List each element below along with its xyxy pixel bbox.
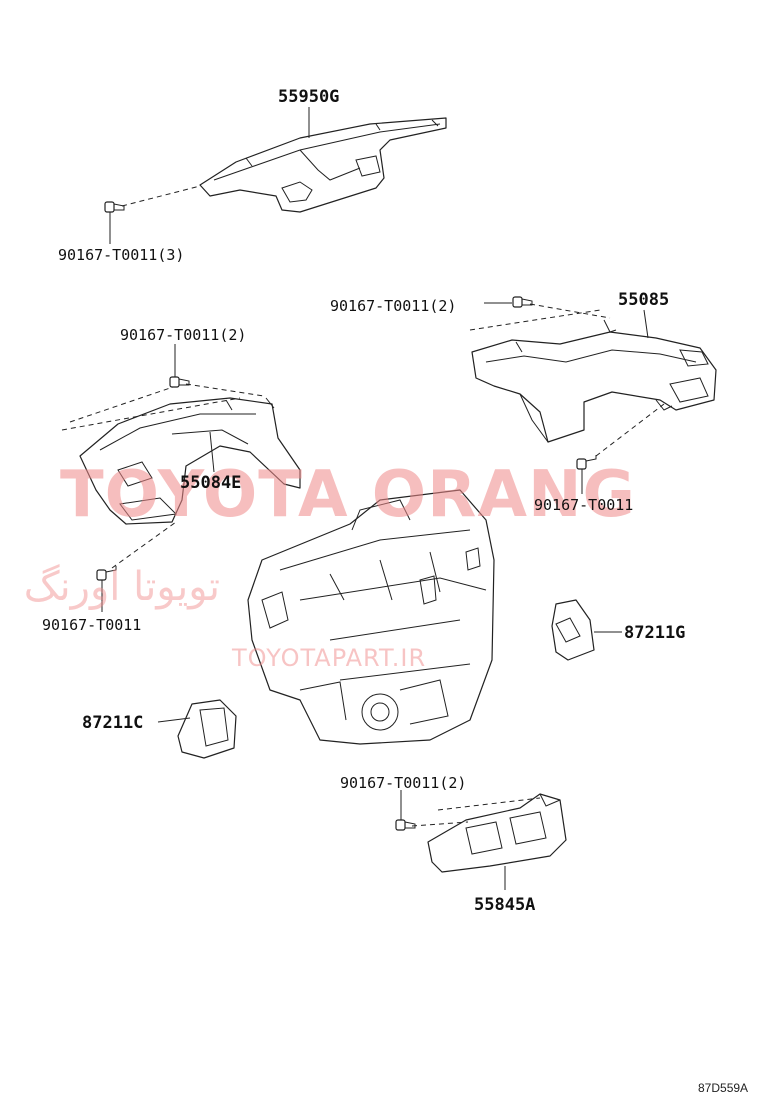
part-55084e-drawing <box>61 344 301 612</box>
label-bolt-right-mid: 90167-T0011 <box>534 496 633 514</box>
figure-code: 87D559A <box>698 1081 748 1095</box>
label-55845a: 55845A <box>474 895 535 915</box>
label-87211c: 87211C <box>82 713 143 733</box>
watermark: TOYOTA ORANG تویوتا اورنگ TOYOTAPART.IR <box>24 458 636 672</box>
part-55085-drawing <box>469 296 717 494</box>
label-bolt-bottom: 90167-T0011(2) <box>340 774 466 792</box>
part-55950g-drawing <box>104 107 447 244</box>
label-bolt-top: 90167-T0011(3) <box>58 246 184 264</box>
part-55845a-drawing <box>395 790 567 890</box>
watermark-site: TOYOTAPART.IR <box>231 644 426 672</box>
watermark-arabic: تویوتا اورنگ <box>24 564 220 610</box>
label-bolt-left-top: 90167-T0011(2) <box>120 326 246 344</box>
bolt-icon <box>169 376 190 388</box>
label-87211g: 87211G <box>624 623 685 643</box>
label-bolt-right-top: 90167-T0011(2) <box>330 297 456 315</box>
label-55085: 55085 <box>618 290 669 310</box>
label-55950g: 55950G <box>278 87 339 107</box>
bolt-icon <box>104 201 125 213</box>
bolt-icon <box>395 819 416 831</box>
heater-unit-drawing <box>247 489 495 745</box>
part-87211c-drawing <box>157 699 237 759</box>
label-bolt-left-mid: 90167-T0011 <box>42 616 141 634</box>
bolt-icon <box>512 296 533 308</box>
watermark-brand: TOYOTA ORANG <box>60 458 636 532</box>
label-55084e: 55084E <box>180 473 241 493</box>
part-87211g-drawing <box>551 599 622 661</box>
